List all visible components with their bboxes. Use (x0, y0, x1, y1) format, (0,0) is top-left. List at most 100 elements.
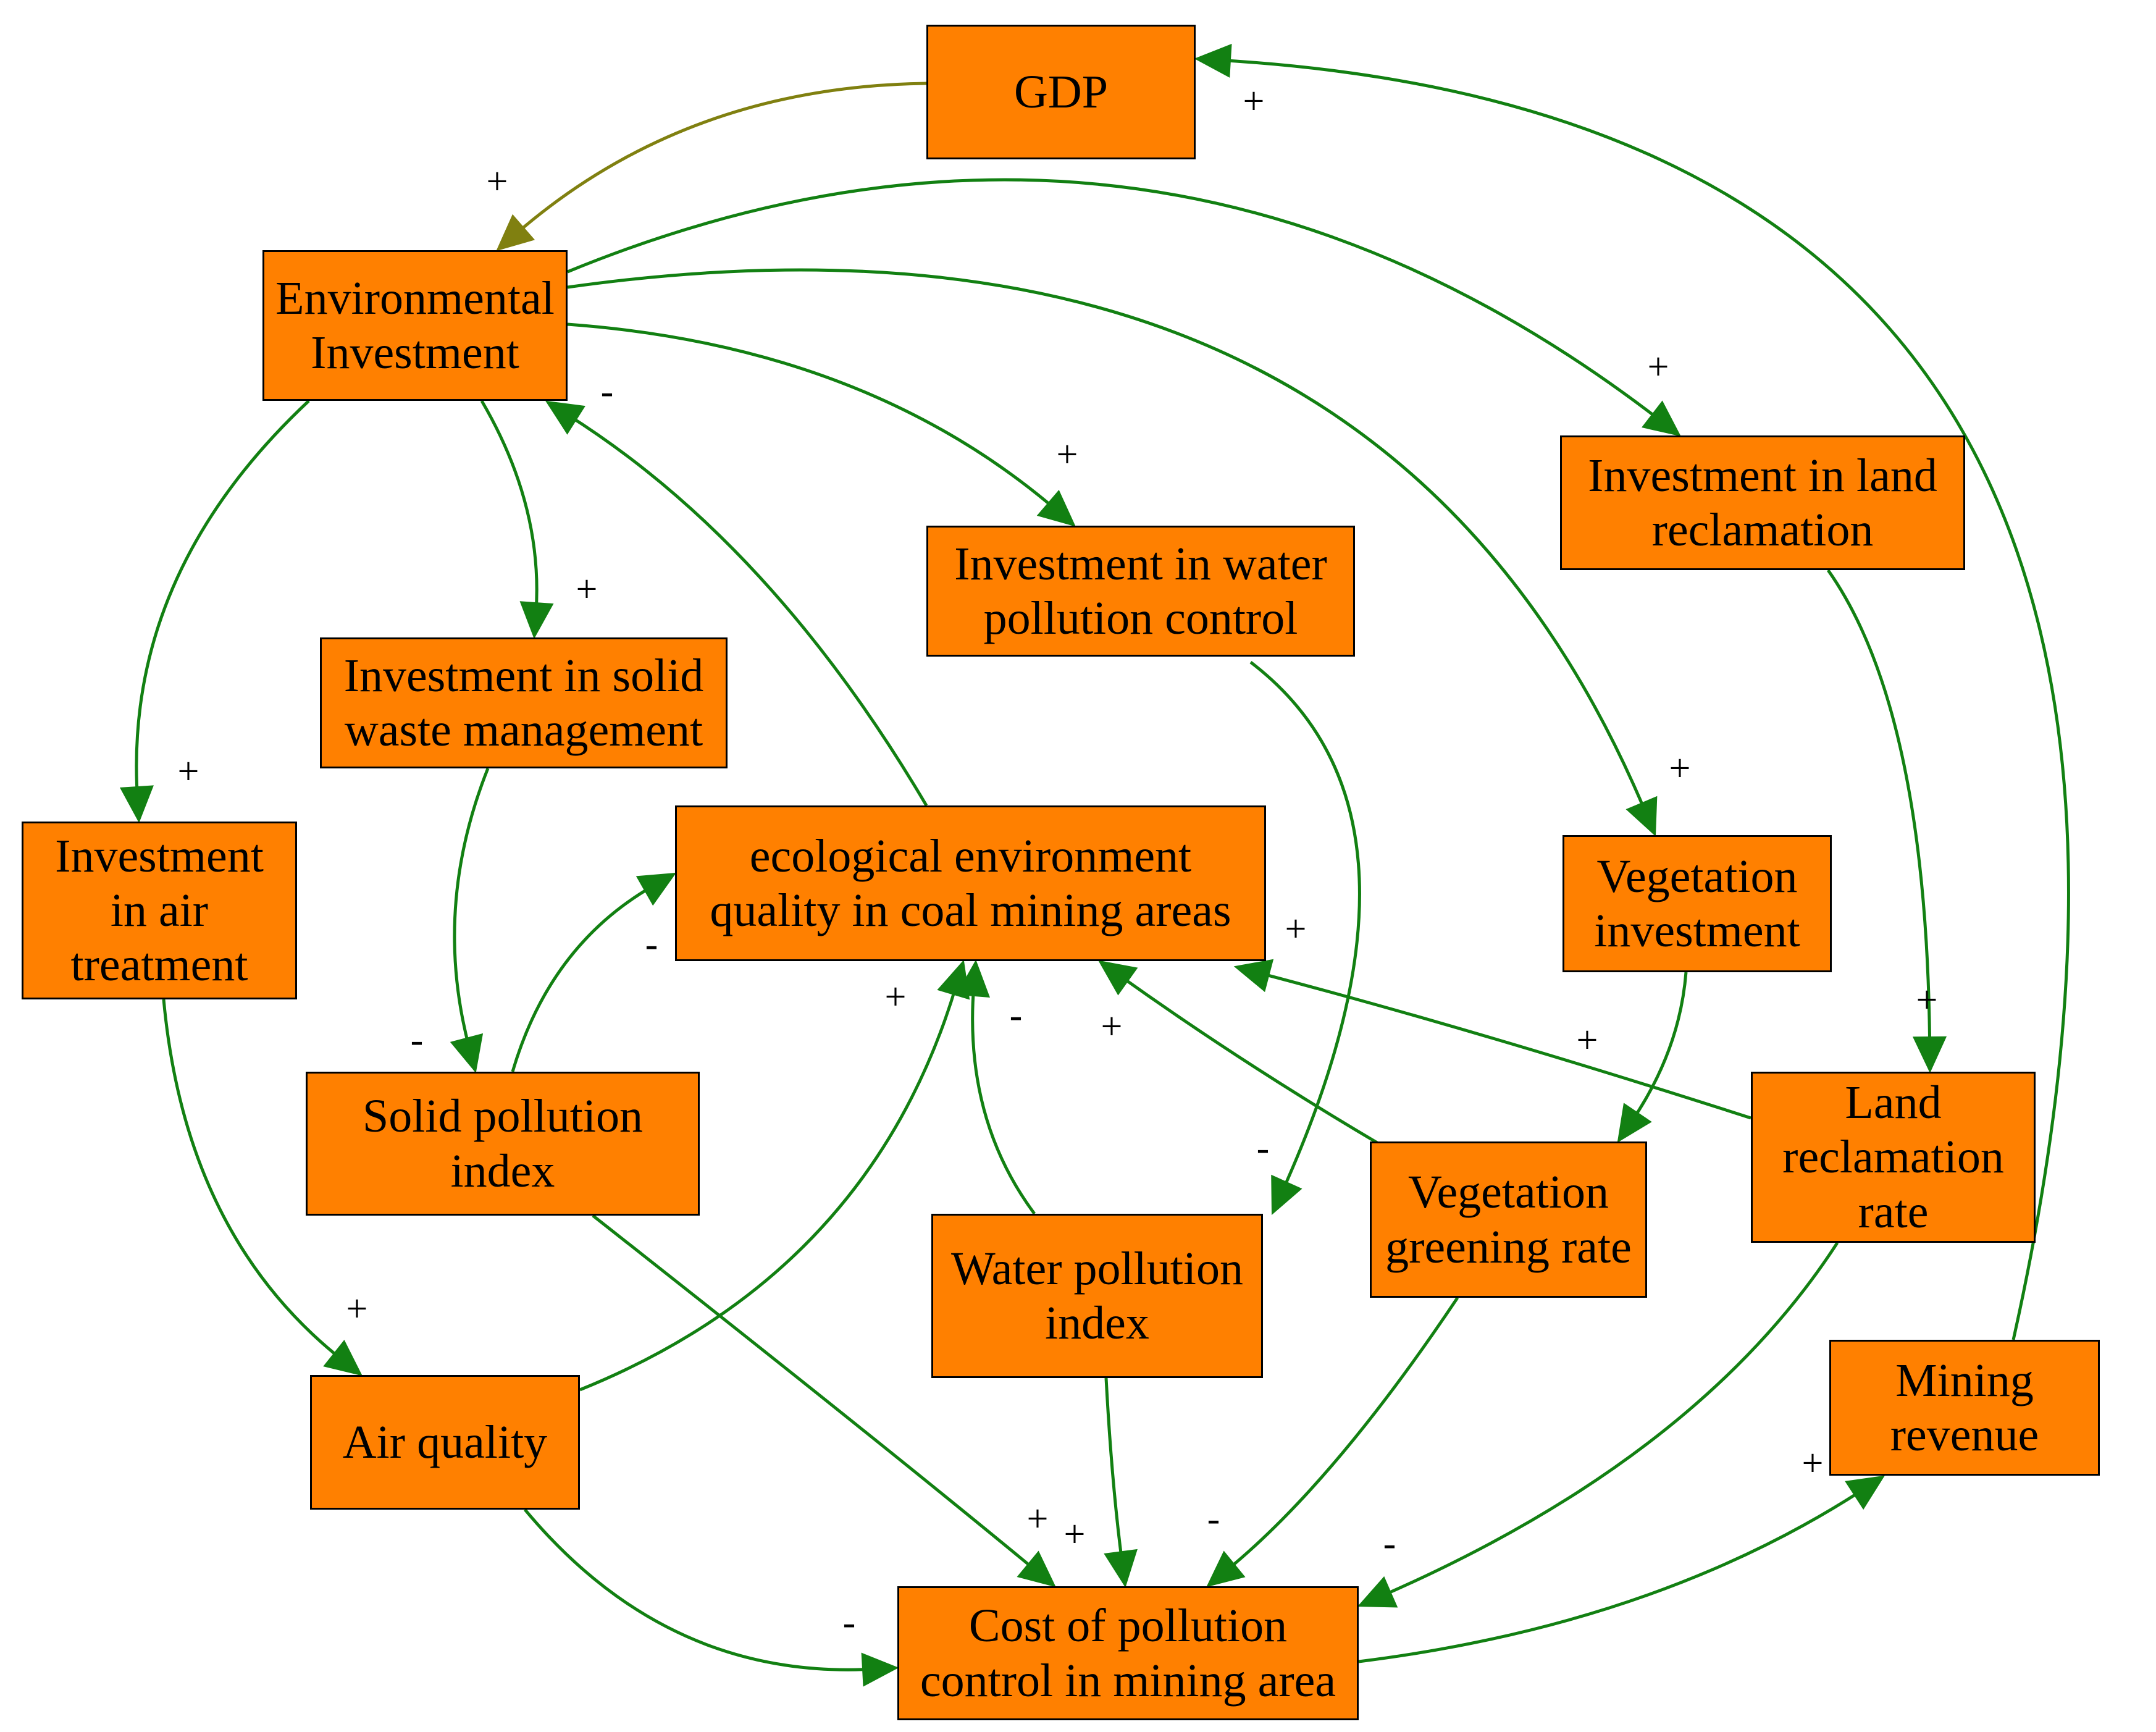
edge-env-invest-to-solid-invest: + (480, 400, 598, 639)
edge-mining-revenue-to-gdp: + (1194, 43, 2070, 1340)
polarity-sign: + (1577, 1019, 1598, 1061)
node-investment-water-pollution-control: Investment in water pollution control (926, 526, 1355, 657)
edge-line (514, 82, 927, 235)
polarity-sign: - (1383, 1523, 1396, 1565)
arrowhead-icon (1233, 959, 1274, 993)
node-solid-pollution-index: Solid pollution index (306, 1072, 700, 1216)
node-investment-solid-waste-management: Investment in solid waste management (320, 637, 728, 768)
edge-gdp-to-env-invest: + (487, 82, 927, 251)
edge-env-invest-to-air-invest: + (119, 400, 310, 823)
edge-water-invest-to-water-index: - (1249, 661, 1361, 1216)
arrowhead-icon (1098, 960, 1138, 996)
polarity-sign: + (1648, 346, 1669, 388)
polarity-sign: + (1064, 1513, 1086, 1555)
node-environmental-investment: Environmental Investment (262, 250, 568, 401)
arrowhead-icon (323, 1339, 363, 1376)
node-vegetation-greening-rate: Vegetation greening rate (1370, 1141, 1647, 1298)
edge-line (1259, 971, 1751, 1120)
node-investment-land-reclamation: Investment in land reclamation (1560, 435, 1965, 570)
node-mining-revenue: Mining revenue (1829, 1340, 2100, 1476)
edge-air-quality-to-cost: - (524, 1508, 899, 1687)
arrowhead-icon (1357, 1576, 1398, 1608)
edge-line (579, 984, 958, 1392)
edge-line (162, 999, 343, 1361)
arrowhead-icon (1104, 1549, 1138, 1588)
arrowhead-icon (1617, 1103, 1652, 1143)
arrowhead-icon (496, 214, 535, 251)
edge-eco-quality-to-env-invest: - (545, 371, 928, 807)
node-vegetation-investment: Vegetation investment (1562, 835, 1832, 972)
arrowhead-icon (635, 872, 677, 906)
edge-veg-rate-to-eco-quality: + (1098, 960, 1378, 1145)
edge-line (1104, 1377, 1124, 1562)
edge-line (971, 985, 1036, 1215)
arrowhead-icon (450, 1033, 484, 1074)
arrowhead-icon (1017, 1550, 1056, 1587)
edge-line (511, 884, 655, 1072)
polarity-sign: + (1916, 979, 1938, 1021)
arrowhead-icon (1206, 1550, 1246, 1587)
polarity-sign: - (1207, 1498, 1220, 1540)
node-water-pollution-index: Water pollution index (931, 1214, 1263, 1378)
edge-line (592, 1214, 1037, 1572)
polarity-sign: + (885, 976, 907, 1018)
polarity-sign: + (1101, 1006, 1123, 1048)
polarity-sign: + (1285, 908, 1307, 950)
edge-land-invest-to-land-rate: + (1826, 569, 1947, 1074)
edge-line (566, 413, 928, 807)
polarity-sign: + (1057, 434, 1078, 476)
polarity-sign: + (1027, 1498, 1049, 1540)
polarity-sign: + (487, 161, 508, 203)
edge-air-invest-to-air-quality: + (162, 999, 368, 1376)
arrowhead-icon (956, 959, 991, 998)
arrowhead-icon (861, 1652, 899, 1687)
edge-line (1630, 972, 1688, 1122)
edge-land-rate-to-cost: - (1357, 1242, 1839, 1608)
node-land-reclamation-rate: Land reclamation rate (1751, 1072, 2036, 1243)
polarity-sign: + (576, 568, 598, 610)
edge-veg-invest-to-veg-rate: + (1577, 972, 1688, 1143)
edge-solid-index-to-eco-quality: - (511, 872, 677, 1072)
polarity-sign: + (178, 750, 199, 792)
edge-solid-invest-to-solid-index: - (411, 768, 490, 1074)
edge-env-invest-to-water-invest: + (567, 322, 1078, 527)
edge-line (1225, 1297, 1459, 1572)
arrowhead-icon (119, 785, 154, 823)
edge-line (1358, 1488, 1864, 1663)
edge-line (567, 268, 1647, 813)
edge-line (1220, 58, 2070, 1340)
edge-line (1249, 661, 1361, 1192)
node-air-quality: Air quality (310, 1375, 580, 1510)
edge-line (480, 400, 539, 613)
arrowhead-icon (545, 400, 585, 435)
edge-env-invest-to-veg-invest: + (567, 268, 1690, 837)
arrowhead-icon (1194, 43, 1232, 78)
edge-veg-rate-to-cost: - (1206, 1297, 1459, 1587)
polarity-sign: - (1257, 1127, 1270, 1169)
edge-water-index-to-cost: + (1064, 1377, 1138, 1588)
node-cost-pollution-control: Cost of pollution control in mining area (897, 1586, 1359, 1720)
arrowhead-icon (1271, 1174, 1302, 1216)
node-investment-air-treatment: Investment in air treatment (22, 822, 297, 999)
edge-line (453, 768, 490, 1048)
polarity-sign: - (601, 371, 614, 413)
polarity-sign: + (1802, 1442, 1824, 1484)
polarity-sign: - (645, 923, 658, 965)
polarity-sign: + (1243, 80, 1265, 122)
arrowhead-icon (1912, 1036, 1947, 1074)
edge-land-rate-to-eco-quality: + (1233, 908, 1751, 1120)
node-gdp: GDP (926, 25, 1196, 159)
arrowhead-icon (1845, 1475, 1885, 1510)
polarity-sign: + (346, 1288, 368, 1330)
polarity-sign: - (411, 1019, 424, 1061)
edge-line (524, 1508, 873, 1671)
node-ecological-environment-quality: ecological environment quality in coal m… (675, 805, 1266, 961)
polarity-sign: - (1010, 994, 1023, 1036)
arrowhead-icon (1625, 796, 1658, 837)
edge-line (1118, 974, 1378, 1145)
polarity-sign: - (843, 1602, 856, 1644)
edge-env-invest-to-land-invest: + (567, 178, 1681, 437)
edge-water-index-to-eco-quality: - (956, 959, 1036, 1215)
